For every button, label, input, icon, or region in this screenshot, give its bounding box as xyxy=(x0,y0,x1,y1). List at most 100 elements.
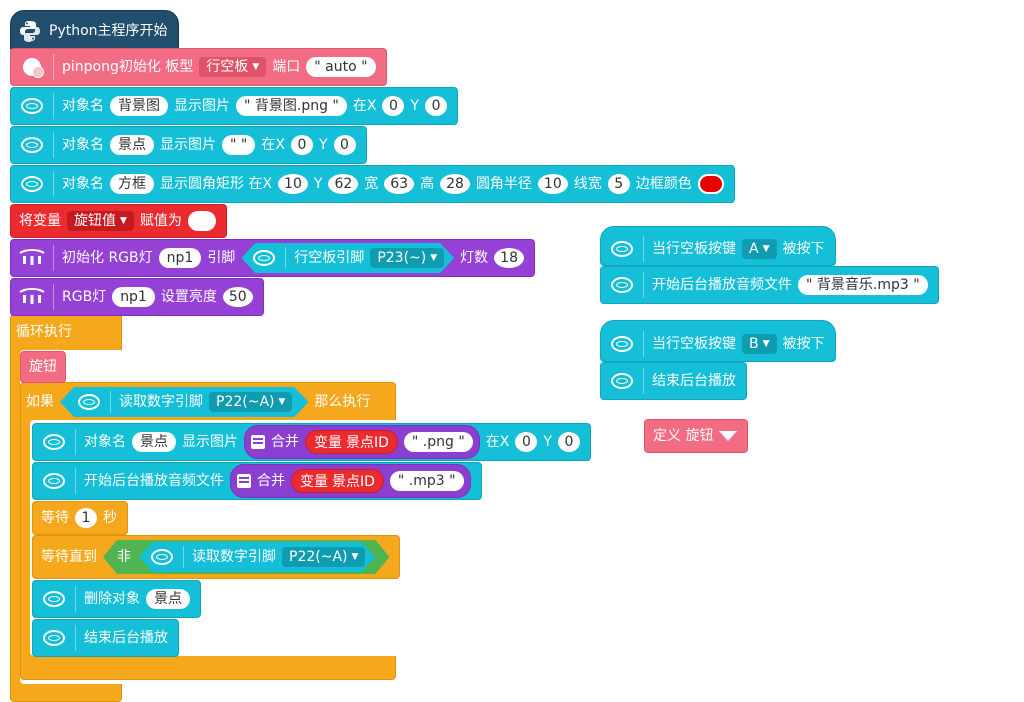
object-name-input[interactable]: 景点 xyxy=(146,589,190,609)
rgb-init-block[interactable]: 初始化 RGB灯 np1 引脚 行空板引脚 P23(~)▼ 灯数 18 xyxy=(10,239,535,277)
x-input[interactable]: 0 xyxy=(515,432,538,452)
object-name-label: 对象名 xyxy=(62,137,104,153)
call-knob-block[interactable]: 旋钮 xyxy=(20,351,66,383)
set-variable-block[interactable]: 将变量 旋钮值▼ 赋值为 xyxy=(10,204,227,238)
button-a-event-block[interactable]: 当行空板按键 A▼ 被按下 xyxy=(600,226,836,266)
border-color-picker[interactable] xyxy=(697,174,724,194)
rgb-brightness-block[interactable]: RGB灯 np1 设置亮度 50 xyxy=(10,278,264,316)
delete-object-block[interactable]: 删除对象 景点 xyxy=(32,580,201,618)
extension-input[interactable]: " .png " xyxy=(403,432,473,452)
wait-seconds-input[interactable]: 1 xyxy=(75,508,97,528)
text-icon xyxy=(237,474,251,488)
read-digital-pin-condition[interactable]: 读取数字引脚 P22(~A)▼ xyxy=(60,387,308,417)
x-label: 在X xyxy=(485,434,510,450)
board-type-dropdown[interactable]: 行空板▼ xyxy=(199,57,267,77)
object-name-input[interactable]: 方框 xyxy=(110,174,154,194)
y-input[interactable]: 0 xyxy=(333,135,356,155)
play-audio-label: 开始后台播放音频文件 xyxy=(84,473,224,489)
value-input[interactable] xyxy=(187,211,216,231)
x-input[interactable]: 0 xyxy=(290,135,313,155)
define-knob-block[interactable]: 定义 旋钮 xyxy=(644,419,749,453)
delete-object-label: 删除对象 xyxy=(84,591,140,607)
variable-label: 变量 xyxy=(300,474,328,490)
x-input[interactable]: 10 xyxy=(278,174,308,194)
board-pin-reporter[interactable]: 行空板引脚 P23(~)▼ xyxy=(241,243,454,273)
extension-input[interactable]: " .mp3 " xyxy=(389,471,464,491)
not-operator[interactable]: 非 读取数字引脚 P22(~A)▼ xyxy=(103,540,389,574)
python-main-start-label: Python主程序开始 xyxy=(49,23,168,39)
image-file-input[interactable]: " " xyxy=(222,135,256,155)
y-input[interactable]: 0 xyxy=(425,96,448,116)
chevron-down-icon: ▼ xyxy=(762,339,770,349)
port-input[interactable]: " auto " xyxy=(306,57,376,77)
key-dropdown[interactable]: B▼ xyxy=(742,334,777,354)
set-brightness-label: 设置亮度 xyxy=(160,289,217,305)
block-divider xyxy=(643,236,644,262)
y-input[interactable]: 0 xyxy=(557,432,580,452)
play-audio-join-block[interactable]: 开始后台播放音频文件 合并 变量景点ID " .mp3 " xyxy=(32,462,482,500)
brightness-input[interactable]: 50 xyxy=(222,287,253,307)
object-name-input[interactable]: 景点 xyxy=(110,135,154,155)
pin-dropdown[interactable]: P23(~)▼ xyxy=(370,248,444,268)
object-name-input[interactable]: 景点 xyxy=(132,432,176,452)
y-label: Y xyxy=(313,176,323,192)
pin-dropdown[interactable]: P22(~A)▼ xyxy=(209,392,292,412)
width-input[interactable]: 63 xyxy=(384,174,415,194)
chevron-down-icon: ▼ xyxy=(252,62,260,72)
line-width-input[interactable]: 5 xyxy=(607,174,630,194)
join-reporter[interactable]: 合并 变量景点ID " .mp3 " xyxy=(230,464,471,498)
python-main-start-block[interactable]: Python主程序开始 xyxy=(10,10,179,52)
variable-reporter[interactable]: 变量景点ID xyxy=(305,430,398,454)
show-rounded-rect-block[interactable]: 对象名 方框 显示圆角矩形 在X 10 Y 62 宽 63 高 28 圆角半径 … xyxy=(10,165,735,203)
pinpong-init-block[interactable]: pinpong初始化 板型 行空板▼ 端口 " auto " xyxy=(10,48,387,86)
block-divider xyxy=(75,625,76,651)
x-input[interactable]: 0 xyxy=(382,96,405,116)
stop-audio-block[interactable]: 结束后台播放 xyxy=(32,619,179,657)
object-name-input[interactable]: 背景图 xyxy=(110,96,168,116)
radius-input[interactable]: 10 xyxy=(537,174,568,194)
button-b-event-block[interactable]: 当行空板按键 B▼ 被按下 xyxy=(600,320,836,362)
play-bg-audio-block[interactable]: 开始后台播放音频文件 " 背景音乐.mp3 " xyxy=(600,266,939,304)
play-audio-label: 开始后台播放音频文件 xyxy=(652,277,792,293)
unihiker-icon xyxy=(251,247,277,269)
block-divider xyxy=(75,586,76,612)
pinpong-init-label: pinpong初始化 板型 xyxy=(62,59,194,75)
wait-until-block[interactable]: 等待直到 非 读取数字引脚 P22(~A)▼ xyxy=(32,535,401,579)
variable-dropdown[interactable]: 旋钮值▼ xyxy=(67,211,134,231)
pressed-label: 被按下 xyxy=(782,241,825,257)
pin-dropdown[interactable]: P22(~A)▼ xyxy=(282,547,365,567)
if-then-header[interactable]: 如果 读取数字引脚 P22(~A)▼ 那么执行 xyxy=(20,384,380,420)
join-reporter[interactable]: 合并 变量景点ID " .png " xyxy=(244,425,480,459)
audio-file-input[interactable]: " 背景音乐.mp3 " xyxy=(798,275,928,295)
rgb-init-label: 初始化 RGB灯 xyxy=(62,250,153,266)
pin-value: P22(~A) xyxy=(289,549,348,565)
stop-audio-label: 结束后台播放 xyxy=(652,373,736,389)
unihiker-icon xyxy=(41,431,67,453)
key-dropdown[interactable]: A▼ xyxy=(742,239,777,259)
variable-reporter[interactable]: 变量景点ID xyxy=(291,469,384,493)
height-input[interactable]: 28 xyxy=(440,174,470,194)
led-count-input[interactable]: 18 xyxy=(494,248,524,268)
unihiker-icon xyxy=(41,588,67,610)
rgb-name-input[interactable]: np1 xyxy=(158,248,202,268)
image-file-input[interactable]: " 背景图.png " xyxy=(236,96,347,116)
button-event-label: 当行空板按键 xyxy=(652,241,736,257)
pinpong-icon xyxy=(19,56,45,78)
chevron-down-icon: ▼ xyxy=(430,253,438,263)
show-image-spot-block[interactable]: 对象名 景点 显示图片 " " 在X 0 Y 0 xyxy=(10,126,367,164)
seconds-label: 秒 xyxy=(103,510,117,526)
show-rect-label: 显示圆角矩形 在X xyxy=(160,176,273,192)
border-color-label: 边框颜色 xyxy=(635,176,692,192)
stop-bg-audio-block[interactable]: 结束后台播放 xyxy=(600,362,747,400)
block-divider xyxy=(183,546,184,568)
forever-loop-header[interactable]: 循环执行 xyxy=(10,316,82,348)
show-image-bg-block[interactable]: 对象名 背景图 显示图片 " 背景图.png " 在X 0 Y 0 xyxy=(10,87,459,125)
rgb-name-input[interactable]: np1 xyxy=(112,287,155,307)
wait-block[interactable]: 等待 1 秒 xyxy=(32,501,128,535)
caret-down-icon xyxy=(719,431,738,441)
y-input[interactable]: 62 xyxy=(328,174,359,194)
read-digital-pin-reporter[interactable]: 读取数字引脚 P22(~A)▼ xyxy=(139,542,375,572)
show-image-join-block[interactable]: 对象名 景点 显示图片 合并 变量景点ID " .png " 在X 0 Y 0 xyxy=(32,423,591,461)
unihiker-icon xyxy=(41,627,67,649)
set-variable-label: 将变量 xyxy=(19,213,61,229)
